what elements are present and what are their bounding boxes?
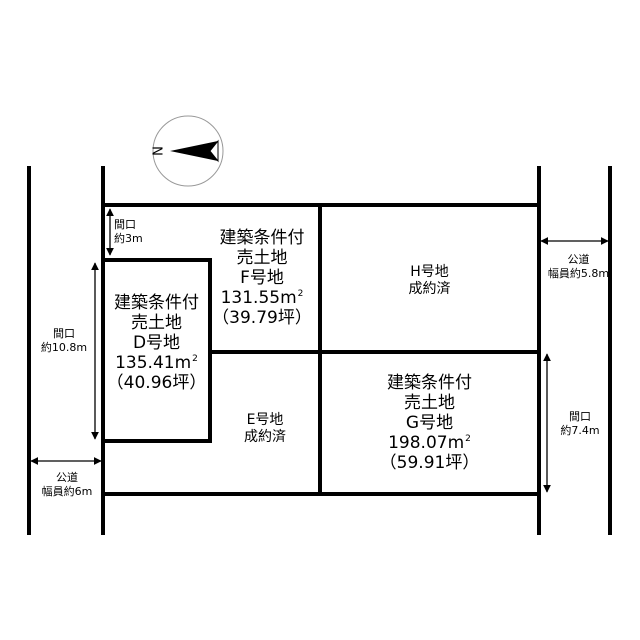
frontage-right-label: 間口 約7.4m [560,410,600,438]
lot-d-name: D号地 [132,333,181,354]
lot-d-line1: 建築条件付 [114,293,199,313]
lot-g-line1: 建築条件付 [387,373,472,393]
lot-boundaries [103,203,539,496]
lot-g-name: G号地 [405,413,454,434]
lot-f-tsubo: （39.79坪） [212,308,312,329]
lot-g-line2: 売土地 [404,393,455,414]
lot-d-tsubo: （40.96坪） [106,373,207,394]
frontage-top-left-label: 間口 約3m [114,218,143,246]
lot-f-line1: 建築条件付 [219,228,305,248]
lot-h-label: H号地 成約済 [322,264,537,297]
lot-f-line2: 売土地 [236,248,288,269]
lot-h-name: H号地 [410,264,449,280]
frontage-left-label: 間口 約10.8m [40,327,88,355]
lot-d-area: 135.41m2 [115,353,198,374]
lot-f-label: 建築条件付 売土地 F号地 131.55m2 （39.79坪） [207,228,317,328]
lot-d-line2: 売土地 [131,313,182,334]
compass-icon [152,115,224,187]
road-left-label: 公道 幅員約6m [41,471,93,499]
lot-e-label: E号地 成約済 [212,412,318,445]
lot-g-area: 198.07m2 [388,433,471,454]
lot-e-status: 成約済 [244,428,286,445]
road-right-label: 公道 幅員約5.8m [547,253,610,281]
lot-f-name: F号地 [240,268,284,289]
lot-g-tsubo: （59.91坪） [379,453,480,474]
lot-d-label: 建築条件付 売土地 D号地 135.41m2 （40.96坪） [103,293,210,393]
lot-f-area: 131.55m2 [220,288,304,309]
lot-d-boundary [101,258,212,443]
north-label: N [149,146,164,156]
lot-h-status: 成約済 [408,280,451,297]
lot-e-name: E号地 [246,412,284,428]
lot-g-label: 建築条件付 売土地 G号地 198.07m2 （59.91坪） [322,373,537,473]
